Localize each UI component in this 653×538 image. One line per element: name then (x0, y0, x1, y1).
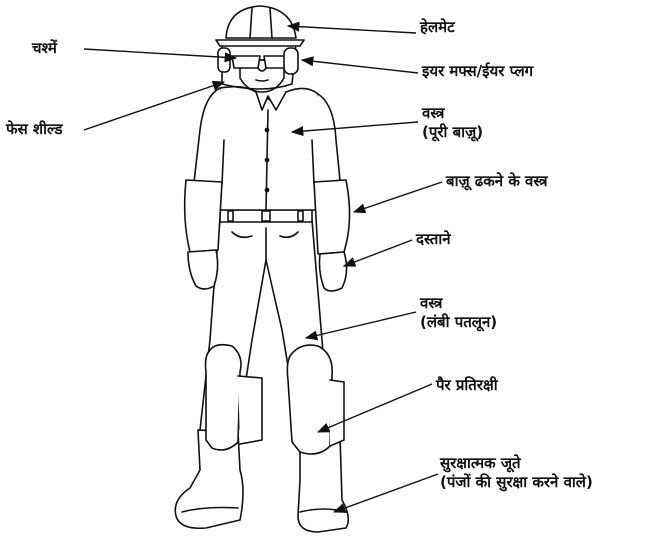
earmuffs-label: इयर मफ्स/ईयर प्लग (422, 62, 533, 81)
left-arm (185, 88, 224, 289)
shirt (212, 87, 324, 210)
glasses-callout-line (84, 49, 236, 58)
shirt-label-line2: (पूरी बाज़ू) (422, 123, 483, 142)
helmet-callout-line (288, 26, 416, 33)
glasses-label: चश्में (32, 39, 57, 58)
right-leg-guard (287, 345, 344, 454)
earmuffs-callout-line (302, 60, 418, 73)
arm-covers-label: बाज़ू ढकने के वस्त्र (446, 172, 548, 191)
boots-label-line2: (पंजों की सुरक्षा करने वाले) (440, 473, 593, 492)
gloves-callout-line (344, 240, 412, 266)
pants-callout-line (306, 312, 416, 338)
shirt-label-line1: वस्त्र (422, 104, 483, 123)
gloves-label: दस्ताने (416, 230, 451, 249)
pants-label-line2: (लंबी पतलून) (420, 313, 497, 332)
helmet-label: हेलमेट (420, 18, 455, 37)
belt (220, 210, 312, 222)
face-shield-label: फेस शील्ड (6, 120, 63, 139)
left-leg-guard (206, 345, 263, 450)
arm-covers-callout-line (354, 182, 442, 212)
pants-label-line1: वस्त्र (420, 294, 497, 313)
boots-label: सुरक्षात्मक जूते (पंजों की सुरक्षा करने … (440, 454, 593, 492)
pants-label: वस्त्र (लंबी पतलून) (420, 294, 497, 332)
leg-guards-label: पैर प्रतिरक्षी (436, 376, 498, 395)
boots-label-line1: सुरक्षात्मक जूते (440, 454, 593, 473)
boots-callout-line (334, 474, 438, 512)
right-arm (312, 94, 350, 291)
shirt-label: वस्त्र (पूरी बाज़ू) (422, 104, 483, 142)
